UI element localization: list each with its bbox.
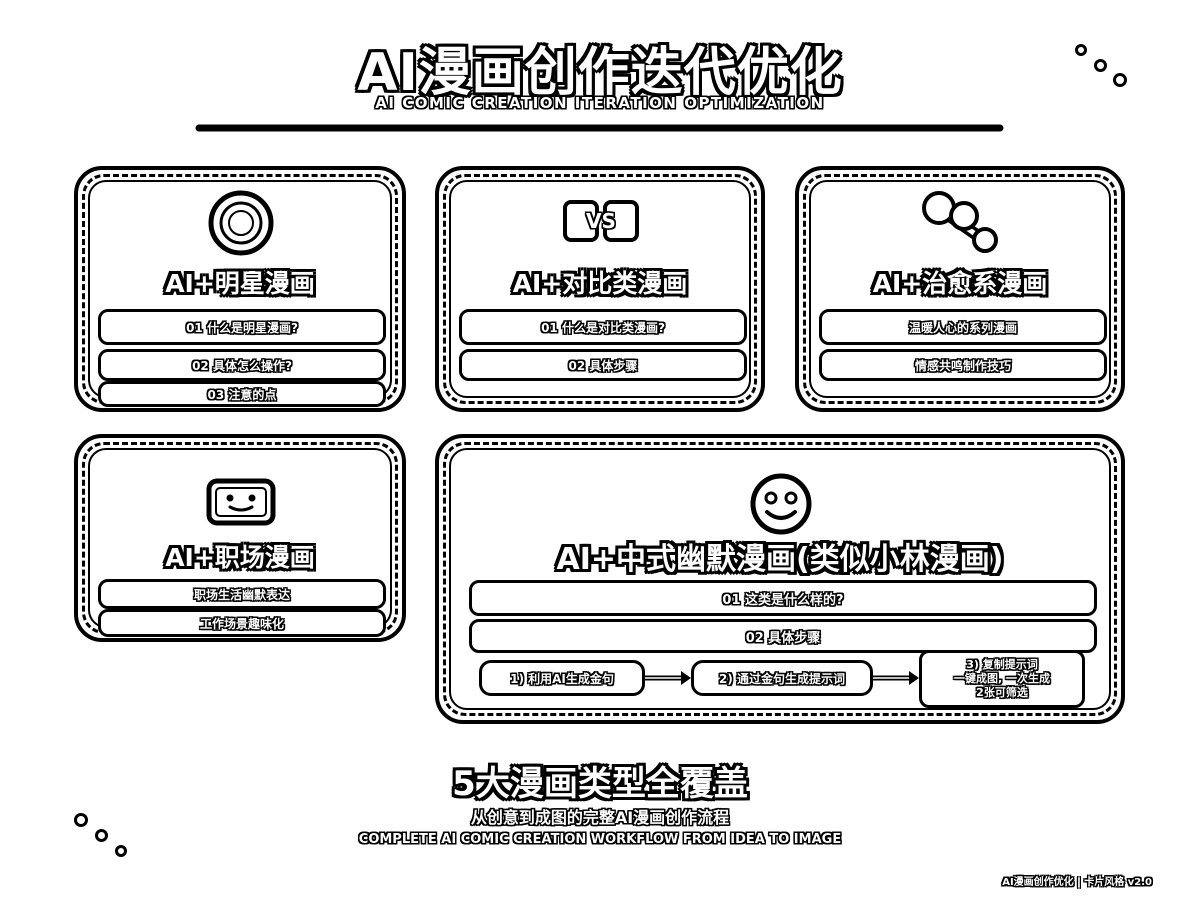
list-item[interactable]: 02 具体步骤: [469, 619, 1097, 653]
list-item[interactable]: 01 这类是什么样的?: [469, 580, 1097, 616]
card-workplace-comic[interactable]: AI+职场漫画 职场生活幽默表达 工作场景趣味化: [74, 434, 406, 642]
card-title: AI+治愈系漫画: [872, 269, 1048, 298]
step-3[interactable]: 3) 复制提示词 一键成图, 一次生成 2张可筛选: [919, 650, 1085, 708]
list-item[interactable]: 温暖人心的系列漫画: [819, 309, 1107, 345]
card-humor-comic[interactable]: AI+中式幽默漫画(类似小林漫画) 01 这类是什么样的? 02 具体步骤 1)…: [435, 434, 1125, 724]
card-title: AI+对比类漫画: [512, 269, 688, 298]
card-title: AI+职场漫画: [165, 543, 315, 572]
card-compare-comic[interactable]: VS AI+对比类漫画 01 什么是对比类漫画? 02 具体步骤: [435, 166, 765, 412]
list-item[interactable]: 02 具体步骤: [459, 349, 747, 381]
decor-dot: [1113, 73, 1127, 87]
list-item[interactable]: 职场生活幽默表达: [98, 579, 386, 609]
title-divider: [197, 126, 1002, 130]
molecule-icon: [922, 191, 998, 253]
decor-dot: [1075, 44, 1087, 56]
vs-icon: VS: [563, 200, 639, 244]
card-title: AI+中式幽默漫画(类似小林漫画): [556, 542, 1004, 577]
card-title: AI+明星漫画: [165, 269, 315, 298]
page-subtitle: AI COMIC CREATION ITERATION OPTIMIZATION: [375, 94, 825, 112]
card-star-comic[interactable]: AI+明星漫画 01 什么是明星漫画? 02 具体怎么操作? 03 注意的点: [74, 166, 406, 412]
list-item[interactable]: 工作场景趣味化: [98, 609, 386, 637]
page-title: AI漫画创作迭代优化: [357, 43, 843, 103]
decor-dot: [1094, 59, 1107, 72]
target-icon: [208, 190, 274, 256]
step-2[interactable]: 2) 通过金句生成提示词: [691, 660, 873, 696]
smiley-icon: [750, 473, 812, 535]
decor-dot: [115, 845, 127, 857]
list-item[interactable]: 03 注意的点: [98, 381, 386, 407]
decor-dot: [74, 813, 88, 827]
footer-version: AI漫画创作优化 | 卡片风格 v2.0: [1002, 877, 1152, 888]
list-item[interactable]: 01 什么是对比类漫画?: [459, 309, 747, 345]
tagline-sub: 从创意到成图的完整AI漫画创作流程: [470, 808, 730, 827]
list-item[interactable]: 02 具体怎么操作?: [98, 349, 386, 381]
robot-face-icon: [206, 478, 276, 526]
list-item[interactable]: 情感共鸣制作技巧: [819, 349, 1107, 381]
step-1[interactable]: 1) 利用AI生成金句: [479, 660, 645, 696]
card-healing-comic[interactable]: AI+治愈系漫画 温暖人心的系列漫画 情感共鸣制作技巧: [795, 166, 1125, 412]
decor-dot: [95, 829, 108, 842]
arrow-right-icon: [873, 671, 919, 685]
tagline-en: COMPLETE AI COMIC CREATION WORKFLOW FROM…: [358, 832, 842, 847]
arrow-right-icon: [645, 671, 691, 685]
list-item[interactable]: 01 什么是明星漫画?: [98, 309, 386, 345]
tagline-main: 5大漫画类型全覆盖: [452, 764, 748, 804]
